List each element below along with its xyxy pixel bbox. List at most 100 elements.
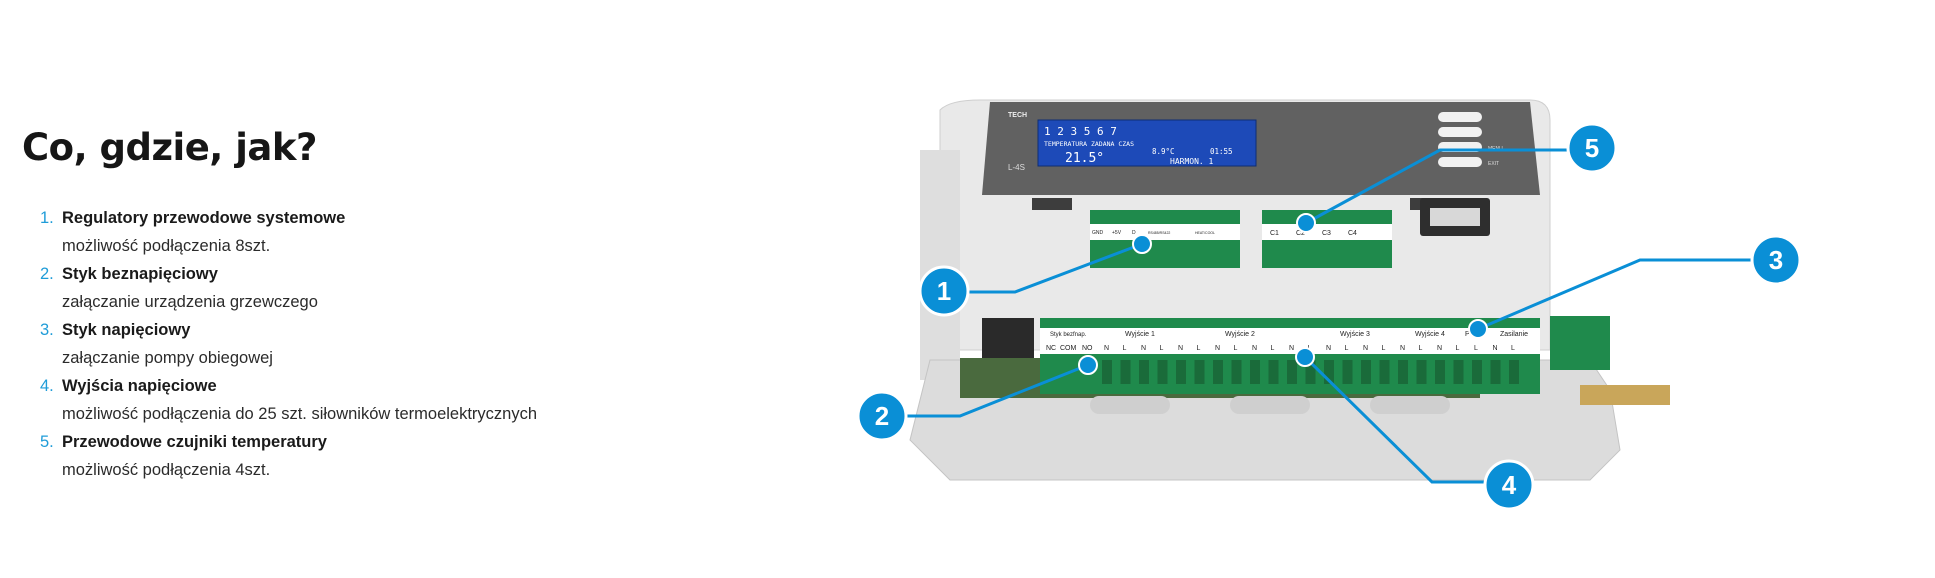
feature-description: możliwość podłączenia do 25 szt. siłowni… <box>62 405 538 423</box>
pin-label: L <box>1271 345 1275 352</box>
pin-label: N <box>1141 345 1146 352</box>
contact-pin: COM <box>1060 345 1077 352</box>
screw-terminal <box>1250 360 1260 384</box>
tray-clip <box>1090 396 1170 414</box>
screw-terminal <box>1176 360 1186 384</box>
tray-clip <box>1370 396 1450 414</box>
terminal-label: D <box>1132 230 1136 236</box>
screw-terminal <box>1305 360 1316 384</box>
list-number: 3. <box>40 321 54 339</box>
pin-label: N <box>1178 345 1183 352</box>
pin-label: N <box>1363 345 1368 352</box>
lid-clip <box>1032 198 1072 210</box>
list-item: 2. Styk beznapięciowy załączanie urządze… <box>40 260 537 316</box>
pin-label: N <box>1252 345 1257 352</box>
pin-label: N <box>1493 345 1498 352</box>
lcd-labels: TEMPERATURA ZADANA CZAS <box>1044 140 1134 148</box>
feature-description: możliwość podłączenia 8szt. <box>62 237 271 255</box>
pin-label: N <box>1289 345 1294 352</box>
brass-bar <box>1580 385 1670 405</box>
screw-terminal <box>1398 360 1408 384</box>
lcd-time: 01:55 <box>1210 147 1233 156</box>
feature-title: Styk napięciowy <box>62 321 191 339</box>
screw-terminal <box>1213 360 1223 384</box>
screw-terminal <box>1490 360 1501 384</box>
feature-title: Styk beznapięciowy <box>62 265 218 283</box>
screw-terminal <box>1231 360 1242 384</box>
pin-label: N <box>1326 345 1331 352</box>
feature-description: możliwość podłączenia 4szt. <box>62 461 271 479</box>
output-label: Wyjście 2 <box>1225 331 1255 338</box>
relay-block <box>982 318 1034 362</box>
screw-terminal <box>1157 360 1168 384</box>
screw-terminal <box>1453 360 1464 384</box>
terminal-label: C1 <box>1270 230 1279 237</box>
button-exit <box>1438 157 1482 167</box>
button-label-menu: MENU <box>1488 146 1503 152</box>
pin-label: L <box>1234 345 1238 352</box>
list-number: 4. <box>40 377 54 395</box>
pin-label: L <box>1123 345 1127 352</box>
screw-terminal <box>1120 360 1131 384</box>
pin-label: L <box>1197 345 1201 352</box>
tray-clip <box>1230 396 1310 414</box>
feature-title: Przewodowe czujniki temperatury <box>62 433 327 451</box>
power-terminal <box>1550 316 1610 370</box>
button-label-exit: EXIT <box>1488 161 1499 167</box>
callout-label: 2 <box>875 401 889 431</box>
screw-terminal <box>1139 360 1149 384</box>
terminal-label: C3 <box>1322 230 1331 237</box>
model-label: L-4S <box>1008 163 1025 172</box>
screw-terminal <box>1435 360 1445 384</box>
lcd-temperature: 21.5° <box>1065 151 1104 166</box>
terminal-label: +5V <box>1112 230 1122 236</box>
pin-label: L <box>1345 345 1349 352</box>
terminal-label: RS485/RS422 <box>1148 231 1170 235</box>
page-title: Co, gdzie, jak? <box>22 126 317 169</box>
screw-terminal <box>1416 360 1427 384</box>
list-item: 1. Regulatory przewodowe systemowe możli… <box>40 204 537 260</box>
terminal-label: GND <box>1092 230 1104 236</box>
screw-terminal <box>1324 360 1334 384</box>
feature-description: załączanie urządzenia grzewczego <box>62 293 318 311</box>
lcd-zones: 1 2 3 5 6 7 <box>1044 125 1117 138</box>
screw-terminal <box>1102 360 1112 384</box>
screw-terminal <box>1509 360 1519 384</box>
pin-label: L <box>1160 345 1164 352</box>
screw-terminal <box>1287 360 1297 384</box>
terminal-label: C4 <box>1348 230 1357 237</box>
terminal-label: C2 <box>1296 230 1305 237</box>
terminal-label-strip <box>1090 224 1240 240</box>
screw-terminal <box>1472 360 1482 384</box>
screw-terminal <box>1342 360 1353 384</box>
brand-label: TECH <box>1008 112 1027 119</box>
pin-label: L <box>1456 345 1460 352</box>
output-label: Wyjście 4 <box>1415 331 1445 338</box>
feature-title: Wyjścia napięciowe <box>62 377 217 395</box>
feature-title: Regulatory przewodowe systemowe <box>62 209 346 227</box>
housing-side <box>920 150 960 380</box>
screw-terminal <box>1379 360 1390 384</box>
controller-illustration: TECH L-4S 1 2 3 5 6 7 TEMPERATURA ZADANA… <box>890 90 1790 510</box>
output-label: Wyjście 1 <box>1125 331 1155 338</box>
terminal-header-strip <box>1040 328 1540 354</box>
pin-label: L <box>1474 345 1478 352</box>
screw-terminal <box>1194 360 1205 384</box>
list-number: 5. <box>40 433 54 451</box>
pin-label: N <box>1400 345 1405 352</box>
list-number: 2. <box>40 265 54 283</box>
output-label: P <box>1465 331 1470 338</box>
controller-svg: TECH L-4S 1 2 3 5 6 7 TEMPERATURA ZADANA… <box>909 99 1670 481</box>
button-up <box>1438 112 1482 122</box>
pin-label: N <box>1215 345 1220 352</box>
button-menu <box>1438 142 1482 152</box>
output-label: Wyjście 3 <box>1340 331 1370 338</box>
lcd-set-temp: 8.9°C <box>1152 147 1175 156</box>
list-item: 4. Wyjścia napięciowe możliwość podłącze… <box>40 372 537 428</box>
lcd-screen <box>1037 119 1257 167</box>
output-label: Zasilanie <box>1500 331 1528 338</box>
button-down <box>1438 127 1482 137</box>
pin-label: N <box>1437 345 1442 352</box>
pin-label: N <box>1104 345 1109 352</box>
pin-label: L <box>1511 345 1515 352</box>
